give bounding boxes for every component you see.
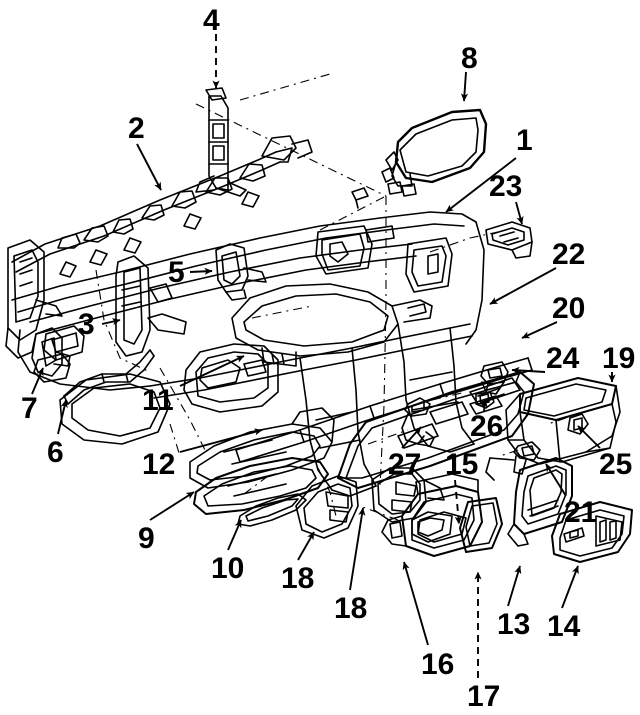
callout-18-second[interactable]: 18	[334, 592, 368, 625]
leader-7	[31, 367, 44, 395]
part-14-radio-receiver	[551, 501, 633, 563]
part-25-hinge-pin	[567, 413, 589, 435]
leader-6	[57, 399, 68, 435]
part-7-sub-bracket	[31, 327, 71, 377]
phantom-lines	[95, 73, 567, 521]
leader-11	[179, 355, 245, 387]
part-13-radio-bezel	[507, 457, 573, 547]
leader-23	[515, 201, 524, 225]
part-8-air-bag-module	[381, 108, 488, 197]
leader-14	[561, 565, 579, 609]
callout-20[interactable]: 20	[552, 292, 586, 325]
leader-13	[507, 565, 522, 607]
leader-3	[101, 318, 121, 326]
part-16-instrument-cluster	[411, 511, 453, 543]
leader-1	[445, 157, 517, 213]
callout-9[interactable]: 9	[138, 522, 155, 555]
leader-12	[179, 428, 263, 453]
callout-2[interactable]: 2	[128, 112, 145, 145]
part-18-air-outlet-left	[295, 475, 359, 539]
callout-7[interactable]: 7	[21, 392, 38, 425]
leader-24	[511, 366, 546, 375]
leader-26	[480, 399, 488, 413]
callout-5[interactable]: 5	[168, 256, 185, 289]
part-27-check-strap	[401, 397, 435, 447]
callout-27[interactable]: 27	[388, 448, 422, 481]
leader-5	[189, 267, 213, 275]
callout-19[interactable]: 19	[602, 342, 636, 375]
leader-10	[227, 519, 242, 551]
callout-6[interactable]: 6	[47, 436, 64, 469]
callout-21[interactable]: 21	[564, 496, 598, 529]
part-23-end-cap	[485, 221, 533, 259]
leader-18b	[349, 507, 366, 591]
callout-1[interactable]: 1	[516, 124, 533, 157]
part-17-cluster-lens	[459, 497, 503, 553]
leader-2	[136, 143, 162, 191]
callout-8[interactable]: 8	[461, 42, 478, 75]
leader-8	[460, 71, 469, 102]
leader-18a	[297, 531, 315, 561]
callout-4[interactable]: 4	[203, 4, 220, 37]
callout-26[interactable]: 26	[470, 410, 504, 443]
part-10-trim-insert	[237, 493, 307, 527]
callout-22[interactable]: 22	[552, 238, 586, 271]
leader-16	[402, 561, 429, 646]
part-26-bumper-stop	[475, 381, 495, 409]
callout-10[interactable]: 10	[211, 552, 245, 585]
leader-25	[577, 425, 601, 449]
leader-15	[454, 479, 462, 525]
part-4-upper-brace	[195, 87, 247, 197]
callout-18[interactable]: 18	[281, 562, 315, 595]
callout-17[interactable]: 17	[467, 680, 501, 713]
callout-16[interactable]: 16	[421, 648, 455, 681]
callout-23[interactable]: 23	[489, 170, 523, 203]
part-21-striker	[485, 441, 541, 481]
part-15-cluster-housing	[381, 473, 483, 557]
part-1-instrument-panel	[11, 211, 485, 497]
leader-27	[401, 426, 422, 449]
callout-14[interactable]: 14	[547, 610, 581, 643]
leader-22	[489, 267, 557, 305]
part-3-center-bracket	[115, 255, 187, 357]
callout-24[interactable]: 24	[546, 342, 580, 375]
fastener-near-airbag	[351, 187, 369, 209]
callout-25[interactable]: 25	[599, 448, 633, 481]
part-2-reinforcement-beam	[11, 135, 313, 278]
leader-9	[149, 491, 195, 521]
leader-20	[521, 321, 558, 339]
callout-12[interactable]: 12	[142, 448, 176, 481]
part-9-lower-trim-panel	[193, 457, 329, 515]
callout-3[interactable]: 3	[78, 308, 95, 341]
leader-21	[545, 463, 567, 497]
callout-13[interactable]: 13	[497, 608, 531, 641]
callout-11[interactable]: 11	[142, 384, 174, 417]
leader-lines	[31, 34, 616, 678]
callout-15[interactable]: 15	[445, 448, 479, 481]
